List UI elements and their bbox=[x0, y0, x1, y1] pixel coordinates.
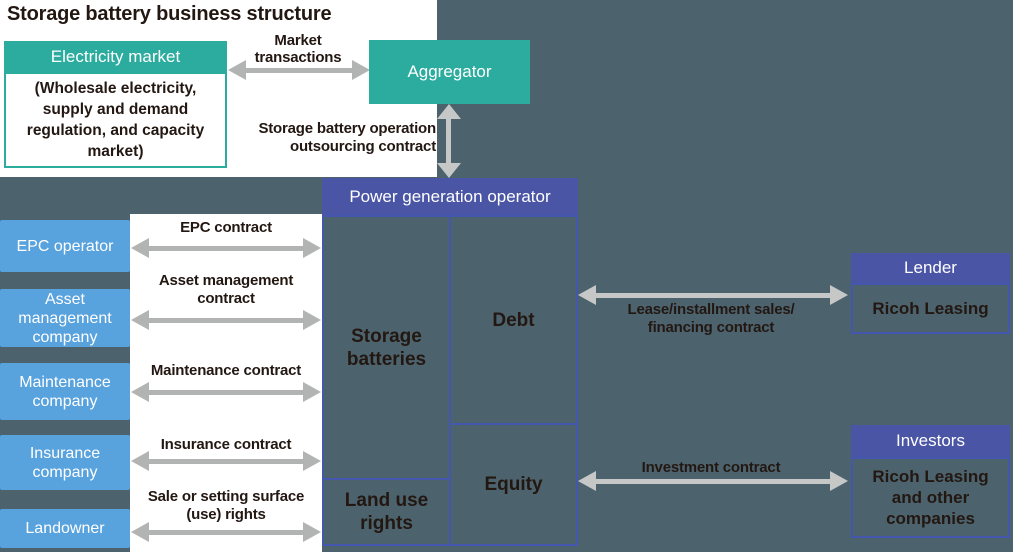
landowner-label: Landowner bbox=[25, 520, 105, 537]
equity-cell: Equity bbox=[449, 423, 578, 546]
investors-body: Ricoh Leasing and other companies bbox=[851, 457, 1010, 538]
arrow-head-right-icon bbox=[303, 310, 321, 330]
epc-contract-text: EPC contract bbox=[180, 219, 272, 236]
arrow-head-right-icon bbox=[303, 522, 321, 542]
page-title: Storage battery business structure bbox=[7, 3, 332, 25]
lender-body: Ricoh Leasing bbox=[851, 283, 1010, 334]
investment-arrow bbox=[596, 479, 830, 484]
arrow-head-left-icon bbox=[578, 471, 596, 491]
maintenance-company-box: Maintenance company bbox=[0, 363, 130, 420]
arrow-head-left-icon bbox=[131, 382, 149, 402]
maintenance-company-label: Maintenance company bbox=[19, 373, 111, 410]
land-use-rights-cell: Land use rights bbox=[322, 478, 451, 546]
storage-batteries-label: Storage batteries bbox=[346, 325, 427, 370]
insurance-contract-label: Insurance contract bbox=[136, 436, 316, 454]
electricity-market-box: Electricity market bbox=[4, 41, 227, 72]
investment-contract-label: Investment contract bbox=[586, 459, 836, 477]
insurance-company-box: Insurance company bbox=[0, 435, 130, 490]
arrow-head-left-icon bbox=[131, 451, 149, 471]
lease-contract-text: Lease/installment sales/ financing contr… bbox=[627, 301, 795, 336]
epc-contract-label: EPC contract bbox=[136, 219, 316, 237]
epc-operator-box: EPC operator bbox=[0, 220, 130, 272]
arrow-head-right-icon bbox=[303, 238, 321, 258]
investment-contract-text: Investment contract bbox=[641, 459, 781, 476]
electricity-market-label: Electricity market bbox=[50, 46, 181, 66]
power-generation-operator-header: Power generation operator bbox=[322, 178, 578, 215]
insurance-contract-text: Insurance contract bbox=[160, 436, 292, 453]
maintenance-contract-label: Maintenance contract bbox=[126, 362, 326, 380]
market-transactions-label: Market transactions bbox=[236, 31, 360, 67]
market-transactions-text: Market transactions bbox=[254, 31, 342, 67]
maintenance-contract-text: Maintenance contract bbox=[150, 362, 302, 379]
electricity-market-description-box: (Wholesale electricity, supply and deman… bbox=[4, 72, 227, 168]
investors-company-names: Ricoh Leasing and other companies bbox=[872, 467, 989, 528]
outsourcing-arrow bbox=[446, 119, 451, 164]
arrow-head-right-icon bbox=[303, 382, 321, 402]
arrow-head-right-icon bbox=[352, 60, 370, 80]
arrow-head-right-icon bbox=[830, 471, 848, 491]
surface-rights-arrow bbox=[149, 530, 303, 535]
lease-arrow bbox=[596, 293, 830, 298]
arrow-head-right-icon bbox=[830, 285, 848, 305]
arrow-head-down-icon bbox=[437, 163, 461, 178]
lender-label: Lender bbox=[904, 258, 957, 277]
lender-header: Lender bbox=[851, 253, 1010, 283]
power-generation-operator-label: Power generation operator bbox=[349, 186, 551, 206]
asset-management-company-box: Asset management company bbox=[0, 289, 130, 347]
debt-cell: Debt bbox=[449, 215, 578, 425]
arrow-head-left-icon bbox=[131, 310, 149, 330]
surface-rights-text: Sale or setting surface (use) rights bbox=[147, 488, 305, 523]
debt-label: Debt bbox=[492, 309, 535, 331]
insurance-arrow bbox=[149, 459, 303, 464]
investors-header: Investors bbox=[851, 425, 1010, 457]
arrow-head-left-icon bbox=[131, 238, 149, 258]
maintenance-arrow bbox=[149, 390, 303, 395]
surface-rights-label: Sale or setting surface (use) rights bbox=[131, 488, 321, 523]
arrow-head-left-icon bbox=[131, 522, 149, 542]
market-transactions-arrow bbox=[246, 68, 352, 73]
land-use-rights-label: Land use rights bbox=[344, 490, 429, 534]
epc-arrow bbox=[149, 246, 303, 251]
arrow-head-left-icon bbox=[578, 285, 596, 305]
epc-operator-label: EPC operator bbox=[16, 237, 114, 255]
lender-company-name: Ricoh Leasing bbox=[872, 298, 989, 318]
aggregator-label: Aggregator bbox=[407, 62, 492, 81]
outsourcing-contract-text: Storage battery operation outsourcing co… bbox=[258, 120, 436, 155]
arrow-head-right-icon bbox=[303, 451, 321, 471]
electricity-market-description: (Wholesale electricity, supply and deman… bbox=[26, 80, 205, 160]
white-panel-left-labels bbox=[130, 214, 322, 552]
asset-management-arrow bbox=[149, 318, 303, 323]
equity-label: Equity bbox=[484, 474, 543, 495]
asset-management-contract-label: Asset management contract bbox=[136, 272, 316, 307]
landowner-box: Landowner bbox=[0, 509, 130, 548]
asset-management-company-label: Asset management company bbox=[18, 290, 112, 346]
insurance-company-label: Insurance company bbox=[29, 444, 101, 481]
asset-management-contract-text: Asset management contract bbox=[158, 272, 294, 307]
storage-batteries-cell: Storage batteries bbox=[322, 215, 451, 480]
arrow-head-left-icon bbox=[228, 60, 246, 80]
lease-contract-label: Lease/installment sales/ financing contr… bbox=[586, 301, 836, 337]
arrow-head-up-icon bbox=[437, 104, 461, 119]
aggregator-box: Aggregator bbox=[369, 40, 530, 104]
outsourcing-contract-label: Storage battery operation outsourcing co… bbox=[236, 120, 436, 156]
investors-label: Investors bbox=[896, 431, 965, 450]
